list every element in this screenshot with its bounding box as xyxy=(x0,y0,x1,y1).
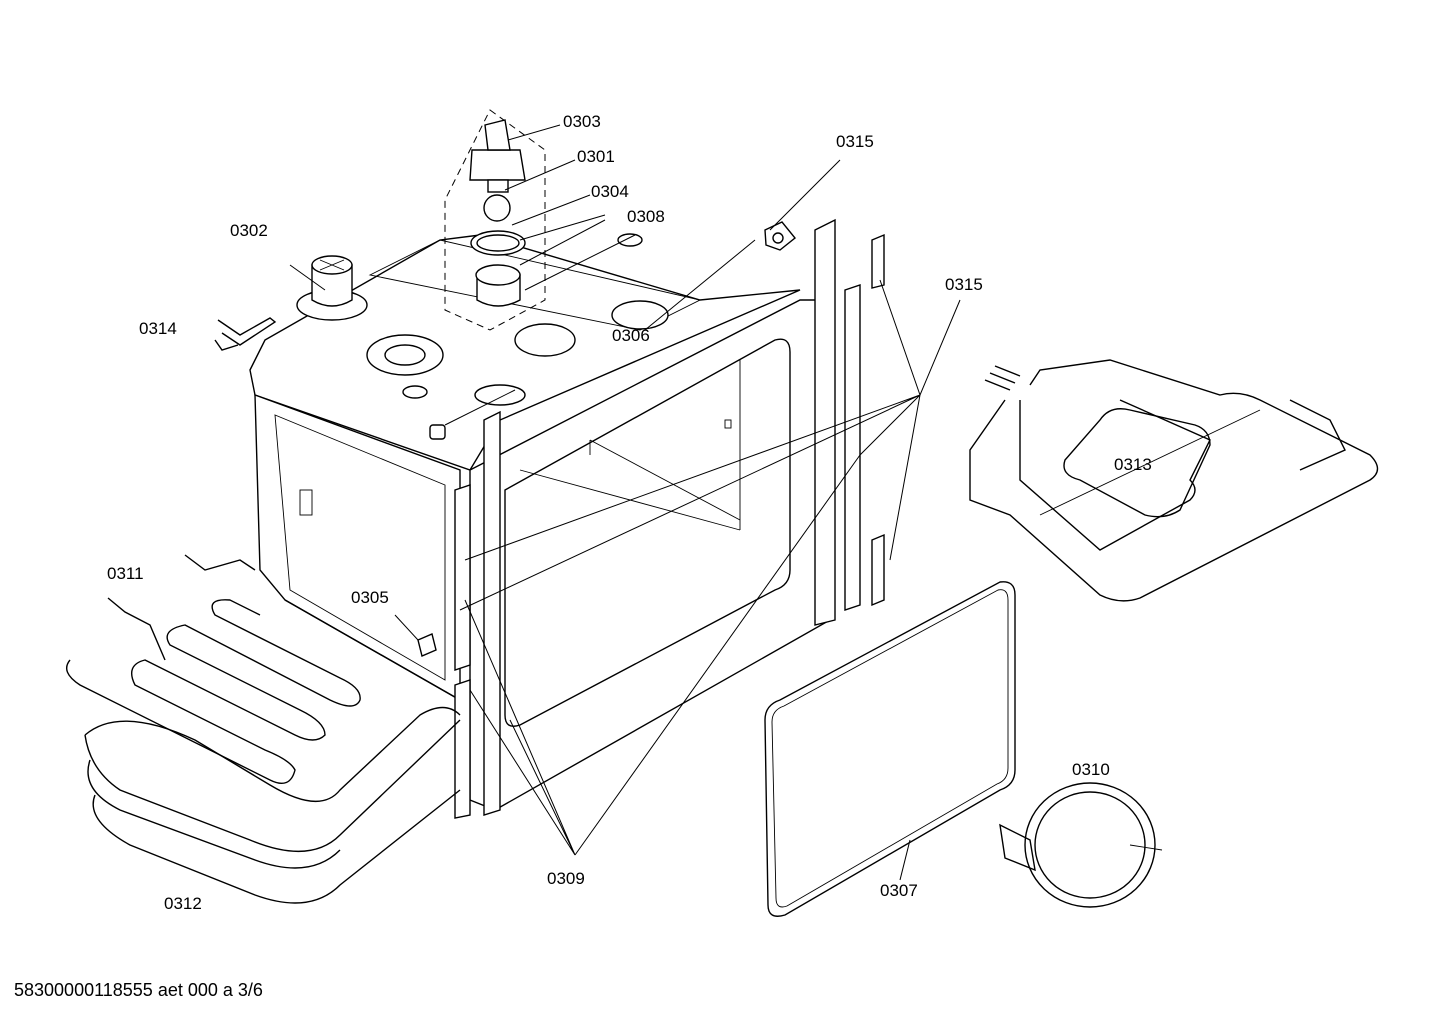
lamp-assembly xyxy=(444,109,546,331)
label-0301: 0301 xyxy=(577,147,615,166)
clip xyxy=(417,633,437,657)
label-0308: 0308 xyxy=(627,207,665,226)
label-0314: 0314 xyxy=(139,319,177,338)
door-seal xyxy=(764,581,1016,917)
label-0313: 0313 xyxy=(1114,455,1152,474)
label-0304: 0304 xyxy=(591,182,629,201)
round-heating-element xyxy=(999,782,1163,908)
label-0307: 0307 xyxy=(880,881,918,900)
label-0305: 0305 xyxy=(351,588,389,607)
label-0302: 0302 xyxy=(230,221,268,240)
label-0315-top: 0315 xyxy=(836,132,874,151)
lower-heating-element xyxy=(66,554,361,784)
label-0312: 0312 xyxy=(164,894,202,913)
insulation-mat xyxy=(84,706,461,904)
fan-motor xyxy=(296,255,368,321)
part-labels: 0303 0301 0304 0308 0315 0302 0314 0306 … xyxy=(107,112,1152,913)
rails xyxy=(454,218,885,819)
top-heating-element xyxy=(969,359,1379,602)
label-0306: 0306 xyxy=(612,326,650,345)
bracket xyxy=(214,317,277,351)
sensor-block xyxy=(764,221,796,251)
label-0315-right: 0315 xyxy=(945,275,983,294)
oven-cavity xyxy=(249,233,831,811)
label-0303: 0303 xyxy=(563,112,601,131)
label-0310: 0310 xyxy=(1072,760,1110,779)
label-0309: 0309 xyxy=(547,869,585,888)
leader-lines xyxy=(289,124,961,881)
label-0311: 0311 xyxy=(107,564,144,583)
drawing-reference: 58300000118555 aet 000 a 3/6 xyxy=(14,980,263,1000)
